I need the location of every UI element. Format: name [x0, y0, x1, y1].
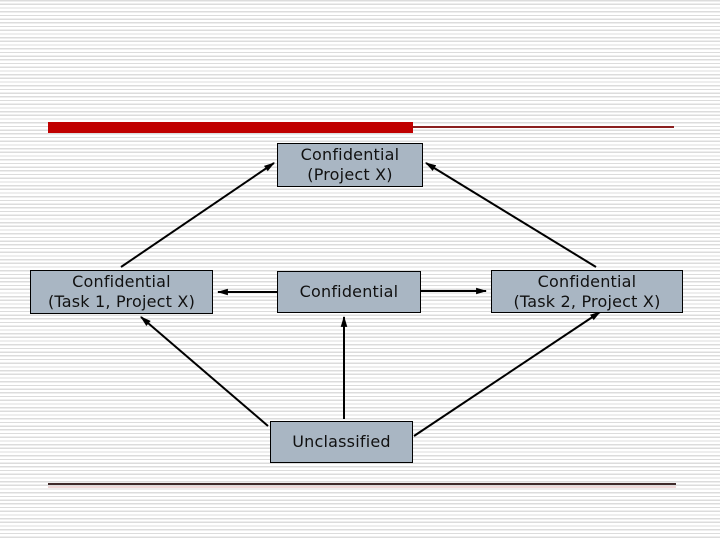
node-confidential-task1: Confidential (Task 1, Project X) — [30, 270, 213, 314]
edge-unclassified-to-task1 — [140, 316, 269, 427]
node-confidential-task2: Confidential (Task 2, Project X) — [491, 270, 683, 313]
edge-task2-to-projectx — [425, 162, 597, 268]
node-label-line1: Unclassified — [292, 432, 391, 451]
node-label-line2: (Task 2, Project X) — [513, 291, 661, 311]
footer-accent-line-pink — [48, 486, 676, 488]
edge-task1-to-projectx — [120, 162, 275, 268]
footer-accent-line-dark — [48, 483, 676, 485]
node-label-line1: Confidential — [537, 271, 637, 291]
node-label-line2: (Project X) — [307, 165, 393, 184]
node-label-line1: Confidential — [299, 282, 399, 301]
title-accent-bar — [48, 122, 413, 133]
node-confidential-project-x: Confidential (Project X) — [277, 143, 423, 187]
node-unclassified: Unclassified — [270, 421, 413, 463]
node-label-line1: Confidential — [72, 272, 171, 291]
title-accent-thin-line — [413, 126, 674, 128]
node-label-line1: Confidential — [300, 145, 400, 164]
node-label-line2: (Task 1, Project X) — [47, 292, 196, 311]
node-confidential: Confidential — [277, 271, 421, 313]
edge-unclassified-to-task2 — [413, 311, 601, 437]
